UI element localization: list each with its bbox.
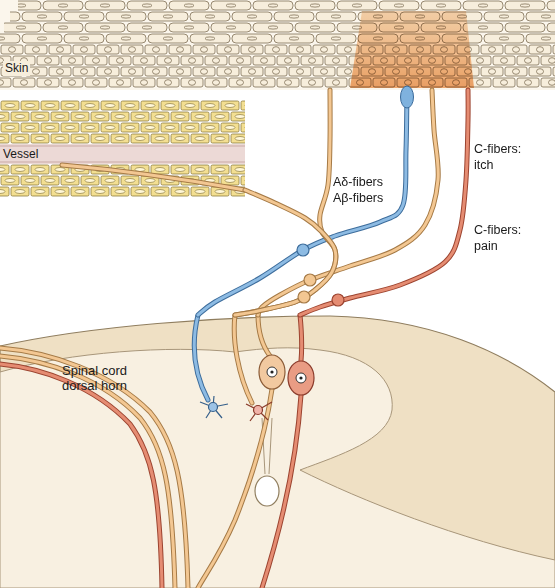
fiber-label: C-fibers: pain	[474, 222, 540, 254]
spinal-cord: Spinal cord dorsal horn	[0, 315, 555, 588]
skin-layers	[0, 0, 555, 90]
ganglion-cell	[304, 274, 316, 286]
nerve-fiber	[235, 190, 336, 315]
vessel-band: Vessel	[0, 100, 245, 198]
ganglion-cell	[298, 291, 310, 303]
fiber-label: C-fibers: itch	[474, 141, 540, 173]
nerve-fiber	[235, 90, 336, 315]
node-label: Skin	[3, 61, 30, 76]
inflamed-area	[350, 11, 474, 88]
skin-band: Skin	[0, 0, 555, 90]
node-label: Spinal cord dorsal horn	[62, 363, 142, 393]
fiber-label: Aδ-fibers Aβ-fibers	[333, 174, 403, 206]
spinal-cord-section	[0, 315, 555, 588]
node-label: Vessel	[3, 147, 38, 162]
sensory-ending	[401, 86, 414, 108]
ganglion-cell	[332, 294, 344, 306]
ganglion-cell	[297, 244, 309, 256]
